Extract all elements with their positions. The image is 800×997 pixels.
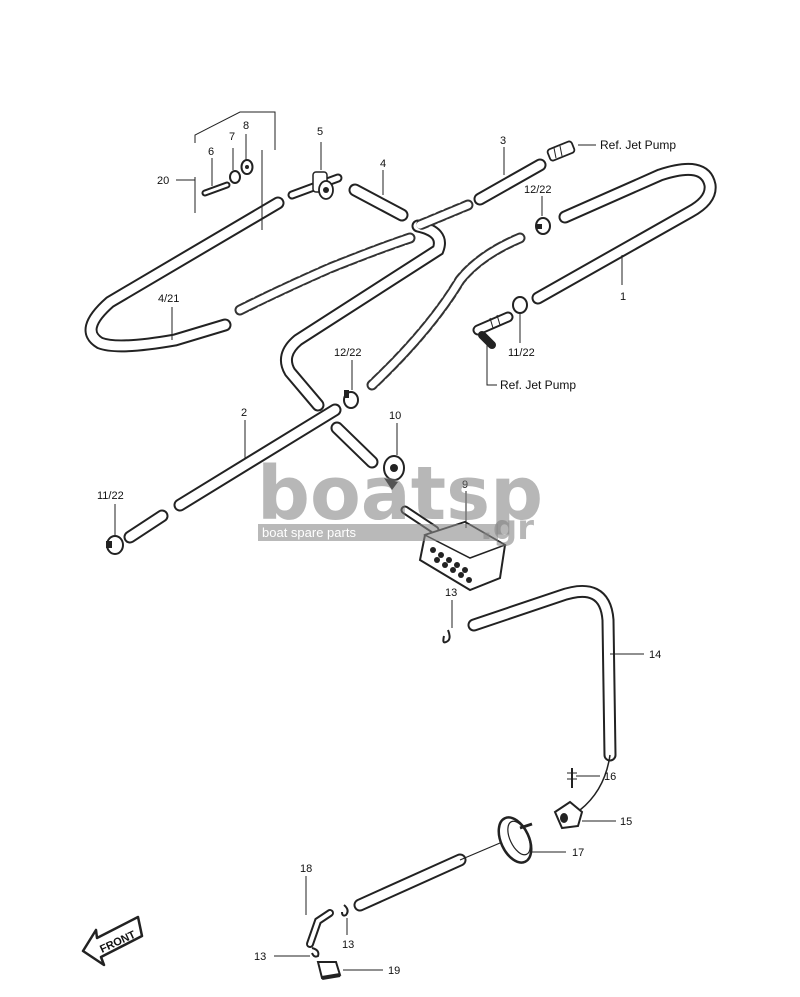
callout-4: 4 [380, 158, 386, 170]
front-arrow-icon: FRONT [81, 915, 144, 967]
part-ref-jet-pump-elbow [472, 311, 514, 349]
callout-3: 3 [500, 135, 506, 147]
part-6-bolt [201, 181, 231, 197]
part-12-22-clamp-center [343, 390, 359, 409]
callout-17: 17 [572, 847, 584, 859]
part-13-clip-c [311, 947, 320, 958]
callout-12-22-top: 12/22 [524, 184, 552, 196]
callout-13-a: 13 [445, 587, 457, 599]
ref-jet-pump-top-label: Ref. Jet Pump [600, 138, 676, 152]
callout-14: 14 [649, 649, 661, 661]
callout-16: 16 [604, 771, 616, 783]
callout-4-21: 4/21 [158, 293, 179, 305]
hose-4-continuation [234, 232, 416, 316]
callout-7: 7 [229, 131, 235, 143]
watermark-tagline-bar [258, 524, 498, 541]
callout-11-22-mid: 11/22 [508, 347, 535, 359]
callout-18: 18 [300, 863, 312, 875]
callout-12-22-center: 12/22 [334, 347, 362, 359]
callout-15: 15 [620, 816, 632, 828]
part-11-22-clamp-mid [512, 296, 528, 314]
callout-10: 10 [389, 410, 401, 422]
hose-lower [353, 842, 501, 912]
hose-1 [531, 162, 717, 305]
callout-2: 2 [241, 407, 247, 419]
watermark-brand: boatsp [257, 451, 543, 537]
part-ref-jet-pump-nipple-top [546, 140, 576, 162]
hose-1-dashed-link [366, 199, 526, 391]
watermark-tagline: boat spare parts [262, 525, 356, 540]
part-18-elbow-pipe [306, 909, 334, 948]
part-7-washer [229, 170, 241, 184]
hose-4-21 [84, 196, 285, 353]
part-13-clip-a [442, 629, 451, 644]
hose-2 [173, 403, 342, 512]
hose-3 [473, 158, 547, 206]
part-16-screw [567, 768, 577, 788]
part-10-valve [383, 455, 405, 490]
callout-13-b: 13 [342, 939, 354, 951]
part-17-band-clamp [497, 816, 533, 864]
hose-short-center [330, 421, 379, 469]
hose-2-bent [279, 219, 446, 412]
part-20-bracket-group [194, 111, 276, 230]
hose-14 [467, 585, 617, 811]
part-8-nut [240, 159, 254, 175]
callout-labels: 5 4 3 12/22 1 4/21 6 7 8 20 11/22 12/22 … [97, 120, 661, 977]
callout-6: 6 [208, 146, 214, 158]
callout-19: 19 [388, 965, 400, 977]
ref-jet-pump-mid-label: Ref. Jet Pump [500, 378, 576, 392]
part-5-tee-fitting [287, 171, 343, 200]
part-12-22-clamp-top [535, 217, 551, 235]
callout-1: 1 [620, 291, 626, 303]
callout-5: 5 [317, 126, 323, 138]
part-19-cap [316, 961, 342, 980]
part-15-bracket [553, 800, 584, 830]
callout-11-22-left: 11/22 [97, 490, 124, 502]
watermark: boatsp .gr boat spare parts [257, 451, 543, 548]
callout-20: 20 [157, 175, 169, 187]
part-13-clip-b [341, 904, 349, 917]
hose-short-left [123, 509, 169, 544]
callout-8: 8 [243, 120, 249, 132]
hose-4-short [348, 183, 409, 222]
leader-lines [114, 134, 644, 971]
callout-9: 9 [462, 479, 468, 491]
part-11-22-clamp-left [106, 535, 124, 555]
callout-13-c: 13 [254, 951, 266, 963]
